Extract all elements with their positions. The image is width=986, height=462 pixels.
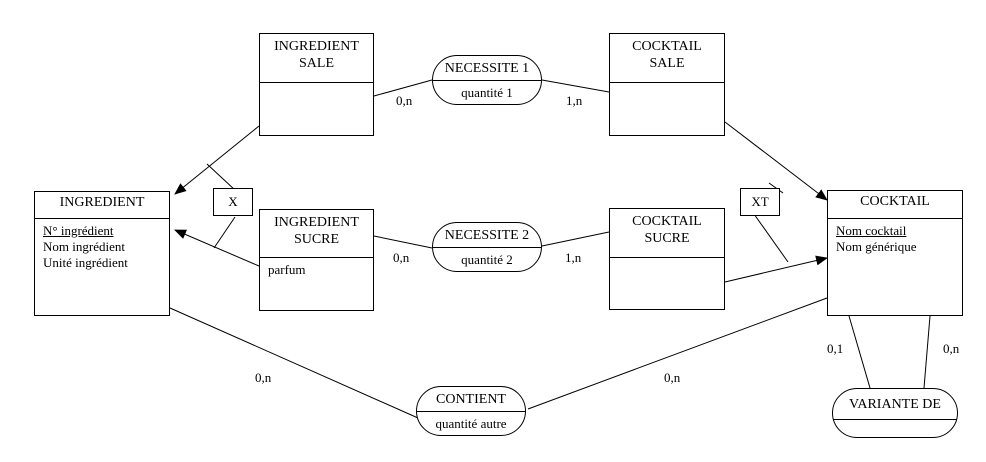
entity-ingredient-sucre[interactable]: INGREDIENT SUCRE parfum: [259, 209, 374, 311]
entity-cocktail-sale-title: COCKTAIL SALE: [610, 34, 724, 83]
entity-ingredient-sale-title-line1: INGREDIENT: [274, 39, 359, 54]
attr-nom-generique: Nom générique: [836, 239, 917, 254]
entity-ingredient-sale-title: INGREDIENT SALE: [260, 34, 373, 83]
entity-ingredient-sucre-title-line2: SUCRE: [293, 232, 340, 247]
attr-unite-ingredient: Unité ingrédient: [43, 255, 128, 270]
link-necessite2-cocktail-sucre: [541, 231, 610, 247]
constraint-xt-label: XT: [740, 188, 780, 216]
entity-cocktail-sucre-title-line2: SUCRE: [644, 231, 690, 246]
entity-cocktail-sucre[interactable]: COCKTAIL SUCRE: [609, 208, 725, 310]
entity-ingredient-sucre-title: INGREDIENT SUCRE: [260, 210, 373, 258]
card-n2-ingredient-sucre: 0,n: [393, 250, 410, 265]
constraint-xt-bar: [753, 213, 789, 263]
card-variante-right: 0,n: [943, 341, 960, 356]
card-variante-left: 0,1: [827, 341, 844, 356]
link-ingredient-sale-necessite1: [373, 79, 433, 97]
association-contient-attr: quantité autre: [435, 416, 507, 431]
card-contient-cocktail: 0,n: [664, 370, 681, 385]
card-n1-cocktail-sale: 1,n: [566, 93, 583, 108]
association-necessite-1-name: NECESSITE 1: [433, 56, 541, 81]
constraint-x-label: X: [213, 188, 253, 216]
association-contient[interactable]: CONTIENT quantité autre: [416, 386, 526, 436]
association-variante-de-name: VARIANTE DE: [833, 389, 957, 420]
entity-ingredient-sucre-attributes: parfum: [260, 258, 373, 282]
arrow-cocktail-sucre-to-cocktail: [724, 255, 828, 283]
entity-cocktail-sale-title-line2: SALE: [649, 56, 685, 71]
association-necessite-2-name: NECESSITE 2: [433, 223, 541, 248]
card-n1-ingredient-sale: 0,n: [396, 93, 413, 108]
link-cocktail-variante-right: [923, 315, 931, 389]
entity-cocktail-sucre-title: COCKTAIL SUCRE: [610, 209, 724, 258]
entity-ingredient-sale[interactable]: INGREDIENT SALE: [259, 33, 374, 136]
entity-cocktail-sale-title-line1: COCKTAIL: [632, 39, 702, 54]
arrow-cocktail-sale-to-cocktail: [724, 121, 828, 201]
card-n2-cocktail-sucre: 1,n: [565, 250, 582, 265]
link-necessite1-cocktail-sale: [541, 79, 610, 93]
link-ingredient-sucre-necessite2: [373, 235, 433, 249]
association-contient-name: CONTIENT: [417, 387, 525, 412]
entity-ingredient-sale-title-line2: SALE: [299, 56, 334, 71]
association-necessite-2[interactable]: NECESSITE 2 quantité 2: [432, 222, 542, 272]
arrow-ingredient-sale-to-ingredient: [174, 125, 260, 195]
link-cocktail-variante-left: [848, 315, 871, 389]
entity-cocktail-attributes: Nom cocktail Nom générique: [828, 219, 962, 259]
entity-cocktail-sucre-title-line1: COCKTAIL: [632, 214, 702, 229]
attr-nom-ingredient: Nom ingrédient: [43, 239, 125, 254]
entity-cocktail-title: COCKTAIL: [828, 191, 962, 219]
card-contient-ingredient: 0,n: [255, 370, 272, 385]
association-necessite-1[interactable]: NECESSITE 1 quantité 1: [432, 55, 542, 105]
association-variante-de[interactable]: VARIANTE DE: [832, 388, 958, 438]
attr-no-ingredient: N° ingrédient: [43, 223, 114, 238]
constraint-x-bar-lower: [213, 216, 236, 249]
association-necessite-1-attr: quantité 1: [461, 85, 513, 100]
link-contient-cocktail: [527, 297, 828, 410]
link-ingredient-contient: [169, 307, 419, 419]
entity-ingredient-attributes: N° ingrédient Nom ingrédient Unité ingré…: [35, 219, 169, 275]
attr-parfum: parfum: [268, 262, 306, 277]
attr-nom-cocktail: Nom cocktail: [836, 223, 907, 238]
entity-ingredient-sucre-title-line1: INGREDIENT: [274, 215, 359, 230]
arrow-ingredient-sucre-to-ingredient: [174, 229, 260, 267]
entity-cocktail[interactable]: COCKTAIL Nom cocktail Nom générique: [827, 190, 963, 316]
entity-ingredient-title: INGREDIENT: [35, 192, 169, 219]
entity-ingredient[interactable]: INGREDIENT N° ingrédient Nom ingrédient …: [34, 191, 170, 316]
association-necessite-2-attr: quantité 2: [461, 252, 513, 267]
entity-cocktail-sale[interactable]: COCKTAIL SALE: [609, 33, 725, 136]
